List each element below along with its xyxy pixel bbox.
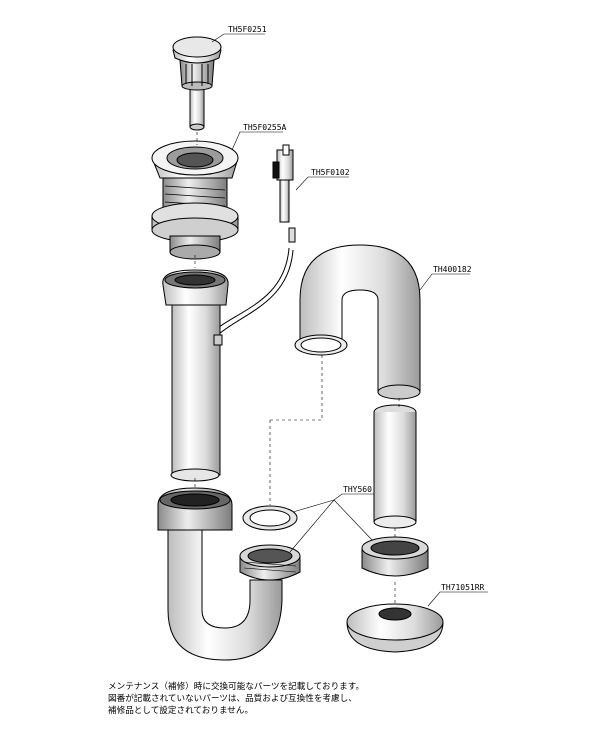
note-line-1: メンテナンス（補修）時に交換可能なパーツを記載しております。 [108,682,365,692]
leader-lines [211,33,488,607]
tail-pipe-part [162,269,229,482]
label-lever-rod: TH5F0102 [311,168,350,177]
label-drain-body: TH5F0255A [243,123,287,132]
pop-up-cap-part [172,36,222,131]
washer-part [242,505,298,531]
slip-nut-trap-part [239,544,301,581]
label-packing-nut-set: THY560 [343,485,372,494]
lever-rod-part [214,144,296,335]
note-line-2: 図番が記載されていないパーツは、品質および互換性を考慮し、 [108,694,357,704]
label-s-trap-upper: TH400182 [433,265,472,274]
j-bend-pipe-part [294,244,421,400]
slip-nut-drop-part [361,536,429,577]
u-trap-part [157,487,283,661]
label-floor-flange: TH71051RR [441,583,485,592]
drain-body-part [151,140,239,260]
floor-flange-part [346,603,444,653]
label-pop-up-cap: TH5F0251 [228,25,267,34]
maintenance-note: メンテナンス（補修）時に交換可能なパーツを記載しております。 図番が記載されてい… [108,681,568,717]
note-line-3: 補修品として設定されておりません。 [108,706,254,716]
assembly-axis-lines [194,132,400,604]
drop-pipe-part [373,404,417,529]
